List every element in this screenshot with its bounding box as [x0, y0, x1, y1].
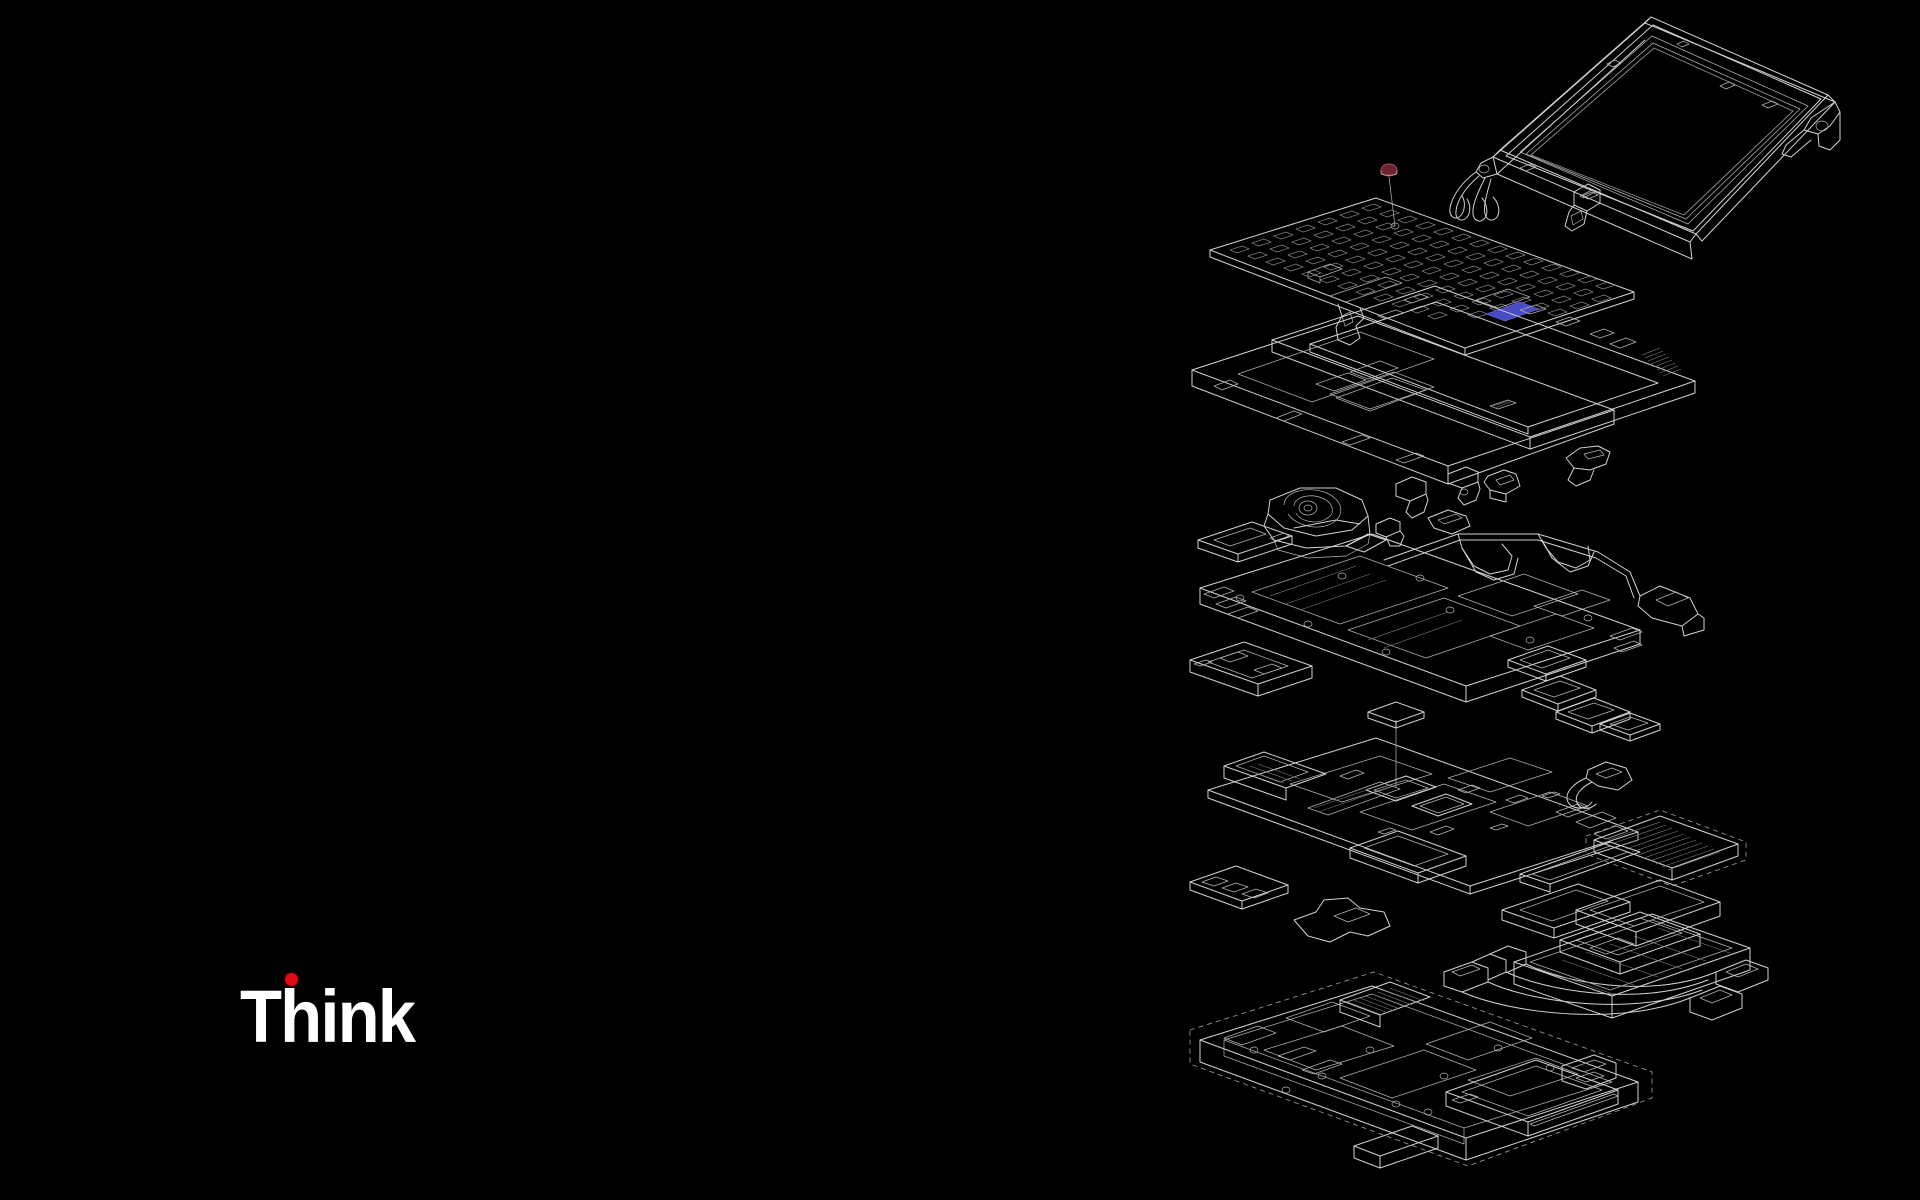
- keyboard-keys: [1229, 203, 1616, 320]
- trackpoint-leader-line: [1388, 176, 1396, 227]
- speaker-grille: [1641, 347, 1682, 377]
- layer-system-board: [1190, 702, 1747, 974]
- layer-palmrest-assembly: [1192, 286, 1695, 505]
- think-logo: Think: [240, 968, 427, 1059]
- layer-lcd-assembly: [1450, 17, 1840, 259]
- layer-keyboard-assembly: [1210, 163, 1634, 355]
- trackpoint-red-dot-icon: [285, 973, 298, 986]
- trackpoint-cap: [1380, 163, 1398, 177]
- layer-thermal-assembly: [1264, 446, 1704, 636]
- think-logo-text: Think: [240, 975, 416, 1059]
- heatsink-fins: [1607, 821, 1721, 871]
- base-vent-grille: [1347, 987, 1425, 1016]
- layer-base-cover: [1189, 880, 1768, 1168]
- accent-key: [1485, 301, 1540, 322]
- base-screw-bosses: [1249, 1044, 1555, 1116]
- cpu-die: [1368, 702, 1424, 722]
- layer-chassis-frame: [1190, 522, 1660, 741]
- frame-screw-bosses: [1235, 572, 1593, 656]
- board-components: [1339, 769, 1561, 836]
- exploded-laptop-diagram: [1190, 0, 1920, 1200]
